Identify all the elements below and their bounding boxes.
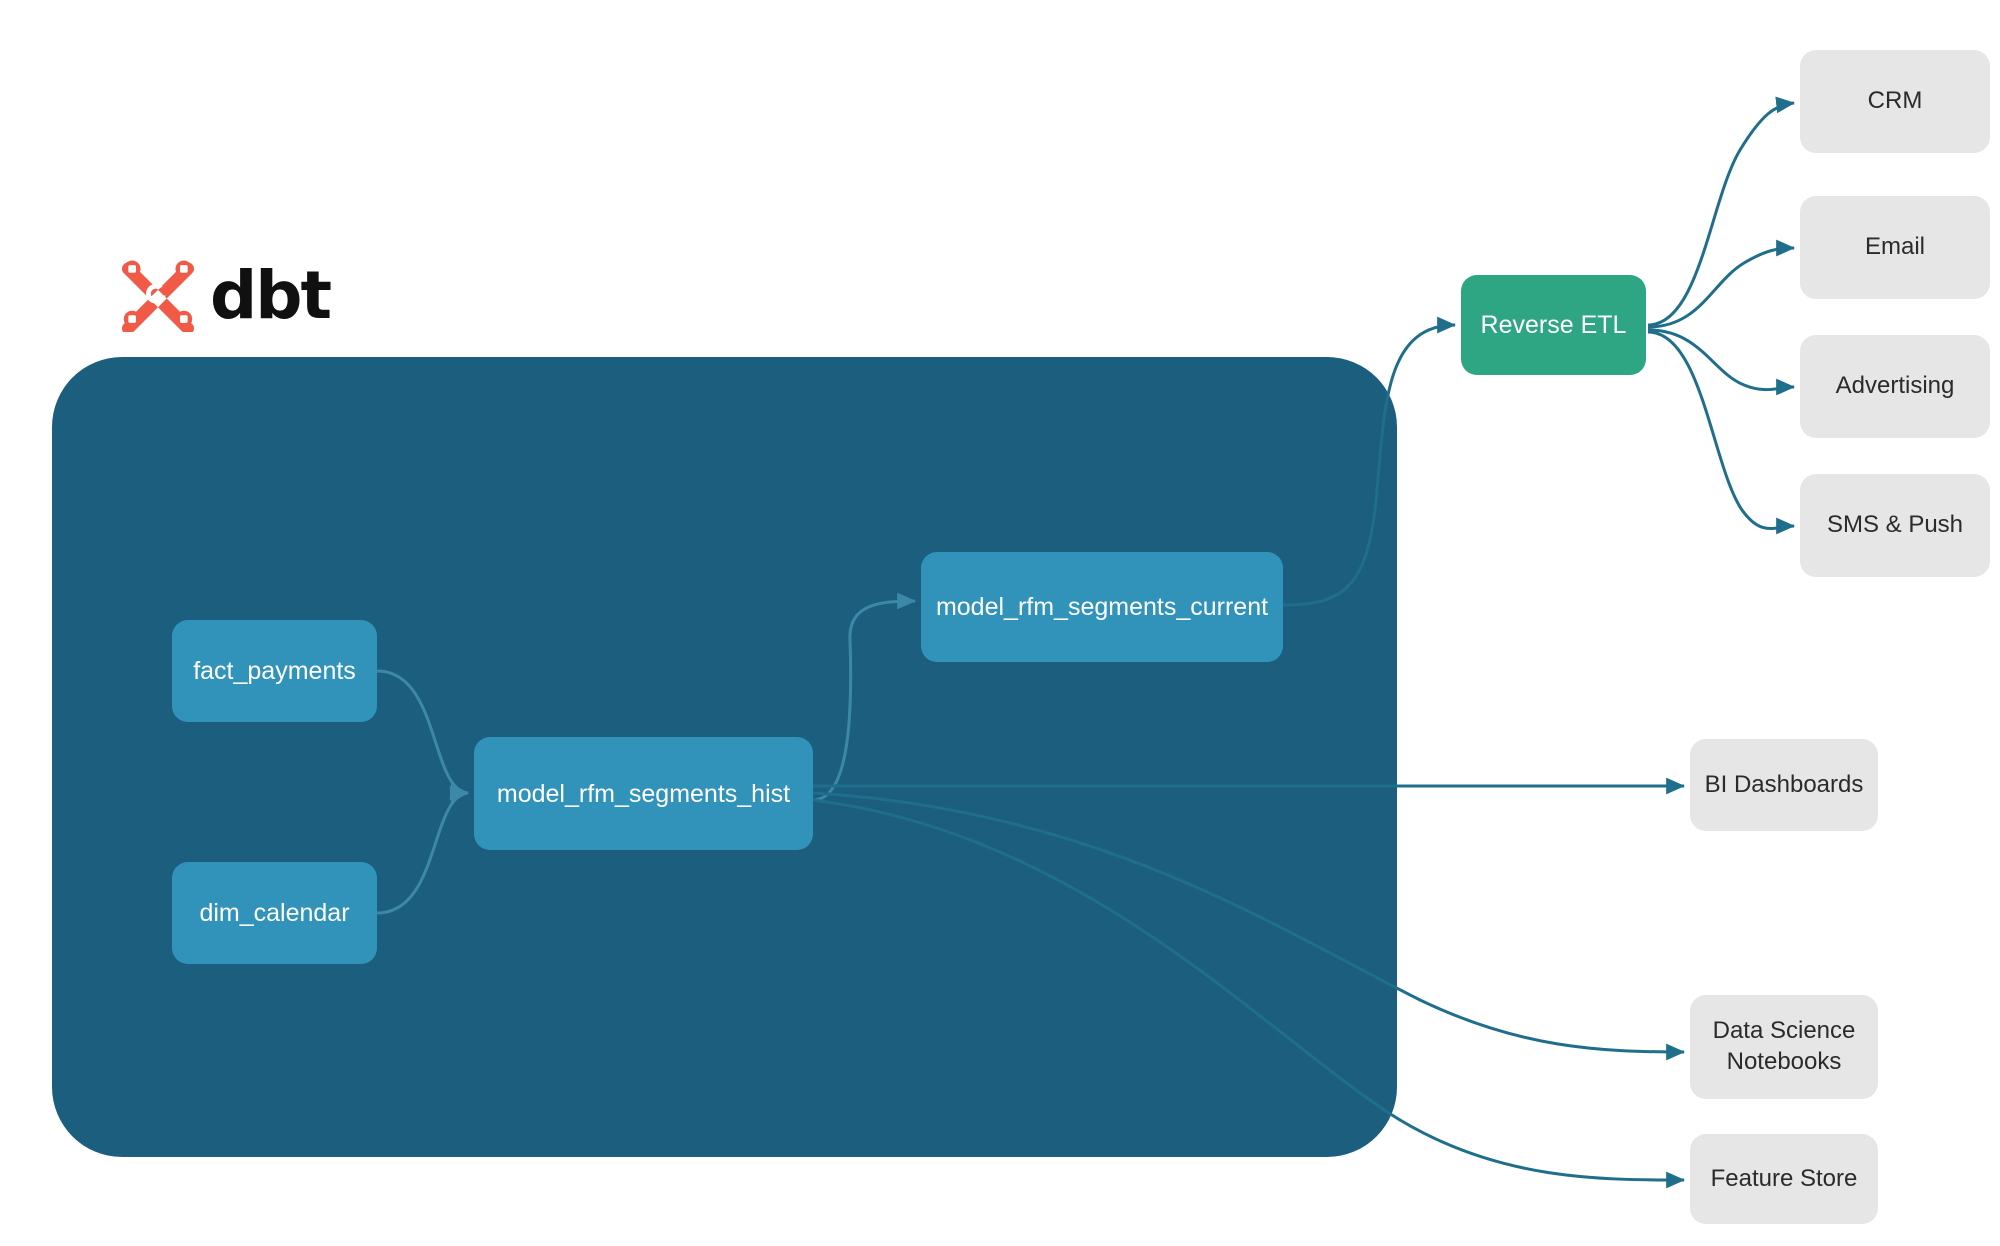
edge-reverse-etl-to-crm [1647, 96, 1796, 327]
dbt-logo: dbt [120, 255, 340, 335]
node-fact-payments[interactable]: fact_payments [172, 620, 377, 722]
node-data-science-notebooks[interactable]: Data Science Notebooks [1690, 995, 1878, 1099]
dbt-x-mark-icon [120, 256, 196, 335]
node-model-rfm-segments-current[interactable]: model_rfm_segments_current [921, 552, 1283, 662]
dbt-wordmark: dbt [210, 257, 332, 334]
node-label: Email [1864, 233, 1925, 261]
node-label: dim_calendar [199, 899, 350, 927]
node-label: model_rfm_segments_current [935, 593, 1269, 621]
edge-reverse-etl-to-email [1647, 239, 1796, 329]
node-label: BI Dashboards [1704, 770, 1864, 798]
node-label: Reverse ETL [1480, 311, 1627, 339]
node-label: CRM [1867, 87, 1923, 115]
node-model-rfm-segments-hist[interactable]: model_rfm_segments_hist [474, 737, 813, 850]
node-sms-push[interactable]: SMS & Push [1800, 474, 1990, 577]
edge-reverse-etl-to-advertising [1647, 328, 1796, 396]
node-email[interactable]: Email [1800, 196, 1990, 299]
node-label: fact_payments [193, 657, 356, 685]
node-dim-calendar[interactable]: dim_calendar [172, 862, 377, 964]
node-label: model_rfm_segments_hist [496, 779, 791, 808]
node-bi-dashboards[interactable]: BI Dashboards [1690, 739, 1878, 831]
node-reverse-etl[interactable]: Reverse ETL [1461, 275, 1646, 375]
node-label: SMS & Push [1826, 511, 1964, 539]
node-label: Advertising [1835, 372, 1955, 400]
node-label: Data Science Notebooks [1712, 1017, 1856, 1075]
node-advertising[interactable]: Advertising [1800, 335, 1990, 438]
edge-reverse-etl-to-sms-push [1647, 330, 1796, 535]
node-crm[interactable]: CRM [1800, 50, 1990, 153]
node-feature-store[interactable]: Feature Store [1690, 1134, 1878, 1224]
node-label: Feature Store [1710, 1164, 1858, 1192]
